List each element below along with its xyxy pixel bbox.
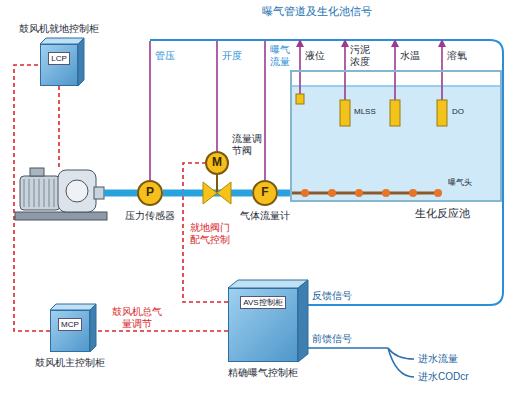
- air-pipe: [278, 190, 290, 197]
- tank-sensors-part: [437, 100, 447, 126]
- signal-lines-part: [394, 46, 396, 100]
- signal-lines-part: [216, 41, 218, 151]
- local-control-cabinet: 鼓风机就地控制柜LCP: [40, 44, 78, 86]
- blower-part: [15, 212, 107, 220]
- part-name: 曝气头: [448, 178, 472, 187]
- node-caption: 鼓风机就地控制柜: [19, 22, 99, 36]
- blower-part: [94, 187, 104, 199]
- signal-name: 反馈信号: [312, 290, 352, 302]
- aeration-control-cabinet: AVS控制柜精确曝气控制柜: [228, 288, 298, 362]
- blower-part: [39, 179, 40, 207]
- tank-water-part: [292, 86, 500, 200]
- blower-part: [66, 180, 88, 202]
- diffuser-part: [434, 189, 442, 197]
- edge-label: 鼓风机总气量调节: [112, 306, 162, 329]
- cabinet-sides-part: [298, 280, 308, 362]
- blower-part: [44, 179, 45, 207]
- blower-control-wire: [58, 86, 60, 168]
- blower-part: [24, 179, 25, 207]
- diffuser-part: [328, 189, 336, 197]
- diffuser-part: [382, 189, 390, 197]
- blower-pipe: [104, 190, 139, 197]
- blower-part: [29, 179, 30, 207]
- signal-bus-part: [308, 348, 414, 377]
- control-link: [90, 330, 228, 332]
- node-caption: 压力传感器: [125, 209, 175, 223]
- node-text: P: [146, 186, 154, 200]
- signal-name: 液位: [305, 50, 325, 62]
- cabinet-sides-part: [78, 38, 84, 86]
- node-text: MCP: [58, 318, 82, 331]
- signal-bus: [150, 40, 503, 377]
- signal-name: 进水流量: [418, 353, 458, 365]
- blower-part: [49, 179, 50, 207]
- blower: [15, 168, 107, 220]
- signal-name: 污泥浓度: [350, 44, 372, 67]
- tank-sensors: [296, 94, 447, 126]
- blower-part: [20, 176, 60, 210]
- signal-name: 管压: [155, 50, 175, 62]
- node-caption: 流量调节阀: [232, 133, 262, 156]
- sensor-name: MLSS: [354, 107, 376, 116]
- diffuser: [292, 189, 442, 197]
- tank-water-part: [292, 85, 500, 87]
- control-valve-part: [217, 182, 231, 204]
- node-caption: 气体流量计: [240, 209, 290, 223]
- signal-lines-part: [441, 46, 443, 100]
- sensor-name: DO: [452, 107, 464, 116]
- diffuser-part: [355, 189, 363, 197]
- diffuser-part: [292, 192, 440, 195]
- tank-water: [292, 86, 500, 200]
- cabinet-sides-part: [90, 304, 96, 352]
- node-text: F: [261, 186, 268, 200]
- signal-name: 曝气流量: [270, 44, 292, 67]
- blower-part: [24, 179, 54, 207]
- node-caption: 精确曝气控制柜: [228, 366, 298, 380]
- gas-flow-meter: F气体流量计: [252, 180, 278, 206]
- blower-part: [34, 179, 35, 207]
- cabinet-sides-part: [228, 280, 308, 288]
- tank-sensors-part: [390, 100, 400, 126]
- pressure-sensor: P压力传感器: [137, 180, 163, 206]
- valve-actuator: M流量调节阀: [205, 151, 229, 175]
- signal-name: 前馈信号: [312, 333, 352, 345]
- node-text: M: [212, 156, 222, 170]
- diagram-heading: 曝气管道及生化池信号: [262, 5, 372, 18]
- signal-lines-part: [149, 41, 151, 180]
- master-control-cabinet: MCP鼓风机主控制柜: [50, 310, 90, 352]
- control-valve-part: [216, 175, 218, 192]
- node-text: LCP: [48, 52, 70, 65]
- signal-lines: [150, 41, 442, 180]
- blower-part: [58, 170, 96, 212]
- diffuser-part: [409, 189, 417, 197]
- signal-name: 进水CODcr: [418, 371, 469, 383]
- cabinet-sides: [40, 38, 308, 362]
- tank-sensors-part: [340, 100, 350, 126]
- blower-part: [54, 179, 55, 207]
- signal-bus-part: [150, 40, 503, 305]
- edge-label: 就地阀门配气控制: [190, 222, 230, 245]
- signal-lines-part: [344, 46, 346, 100]
- tank-sensors-part: [296, 94, 304, 104]
- control-valve-part: [203, 182, 217, 204]
- node-caption: 生化反应池: [415, 206, 470, 221]
- node-caption: 鼓风机主控制柜: [35, 356, 105, 370]
- node-text: AVS控制柜: [240, 296, 285, 309]
- signal-lines-part: [264, 41, 266, 180]
- signal-name: 水温: [400, 50, 420, 62]
- control-valve: [203, 175, 231, 204]
- diffuser-part: [301, 189, 309, 197]
- blower-part: [30, 168, 44, 176]
- signal-name: 开度: [222, 50, 242, 62]
- signal-name: 溶氧: [447, 50, 467, 62]
